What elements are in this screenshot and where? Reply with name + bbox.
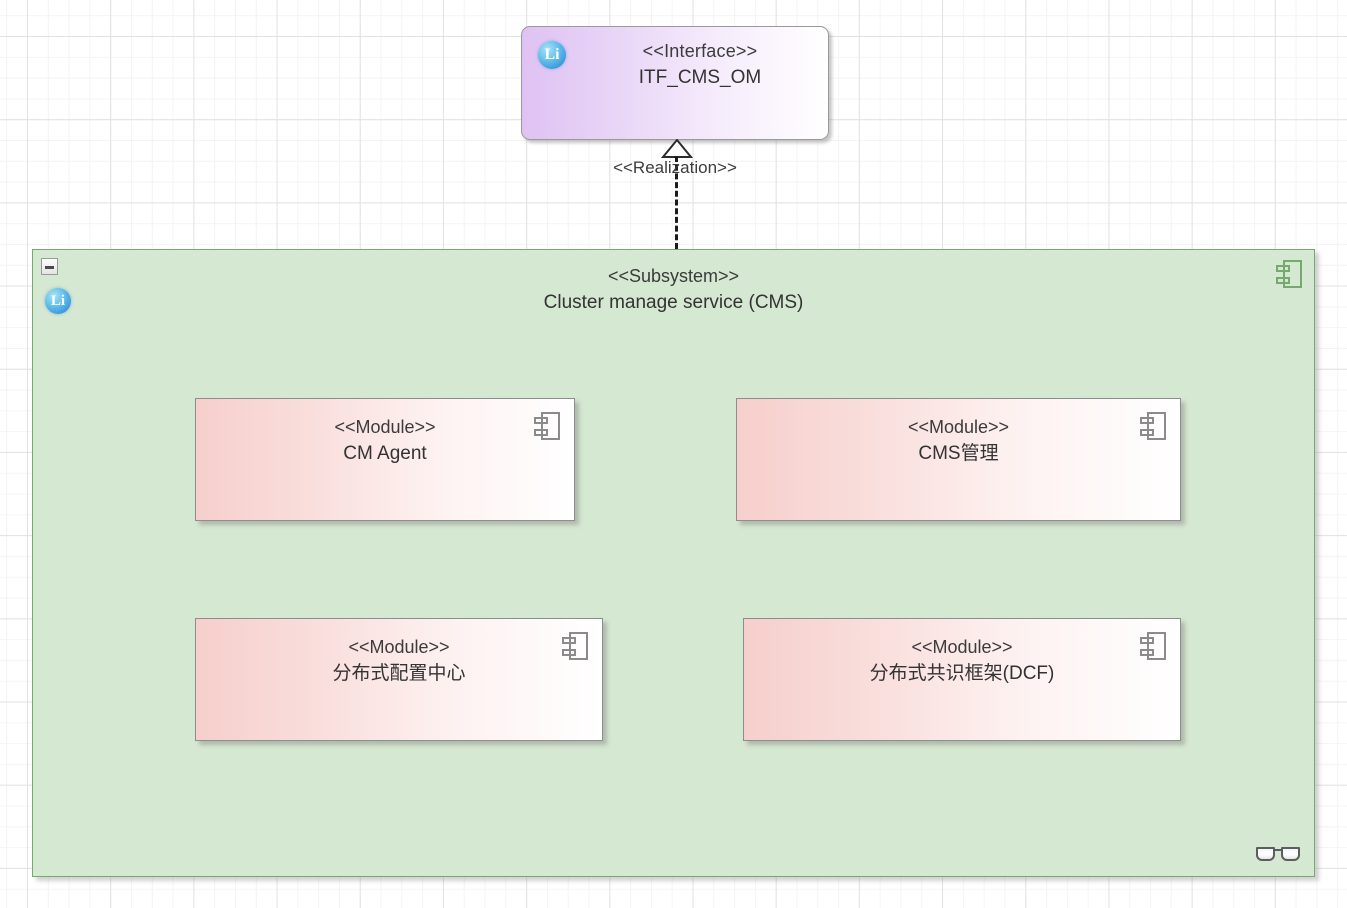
module-component-icon: [1140, 632, 1166, 660]
subsystem-stereotype: <<Subsystem>>: [607, 266, 740, 286]
glasses-right-lens: [1281, 847, 1300, 861]
module-name: 分布式配置中心: [332, 663, 466, 684]
interface-node-itf-cms-om[interactable]: Li <<Interface>> ITF_CMS_OM: [521, 26, 829, 140]
module-name: CM Agent: [343, 443, 427, 464]
interface-name: ITF_CMS_OM: [638, 67, 762, 88]
module-stereotype: <<Module>>: [907, 417, 1010, 437]
module-node-distributed-config-center[interactable]: <<Module>> 分布式配置中心: [195, 618, 603, 741]
realization-connector-line[interactable]: [675, 156, 678, 249]
module-component-icon: [562, 632, 588, 660]
module-name: 分布式共识框架(DCF): [869, 663, 1055, 684]
glasses-bridge: [1275, 849, 1281, 851]
glasses-left-lens: [1256, 847, 1275, 861]
interface-badge-icon: Li: [538, 41, 566, 69]
module-node-cm-agent[interactable]: <<Module>> CM Agent: [195, 398, 575, 521]
module-node-cms-guanli[interactable]: <<Module>> CMS管理: [736, 398, 1181, 521]
collapse-minus-icon[interactable]: [41, 258, 58, 275]
module-stereotype: <<Module>>: [911, 637, 1013, 657]
glasses-view-icon[interactable]: [1256, 847, 1300, 862]
module-node-dcf[interactable]: <<Module>> 分布式共识框架(DCF): [743, 618, 1181, 741]
subsystem-component-icon: [1276, 260, 1302, 288]
interface-stereotype: <<Interface>>: [642, 41, 758, 61]
module-stereotype: <<Module>>: [334, 417, 436, 437]
module-component-icon: [1140, 412, 1166, 440]
realization-label: <<Realization>>: [613, 158, 737, 177]
module-stereotype: <<Module>>: [348, 637, 450, 657]
module-component-icon: [534, 412, 560, 440]
subsystem-cluster-manage-service[interactable]: Li <<Subsystem>> Cluster manage service …: [32, 249, 1315, 877]
subsystem-interface-badge-icon: Li: [45, 288, 71, 314]
subsystem-name: Cluster manage service (CMS): [543, 292, 804, 313]
module-name: CMS管理: [918, 443, 999, 464]
